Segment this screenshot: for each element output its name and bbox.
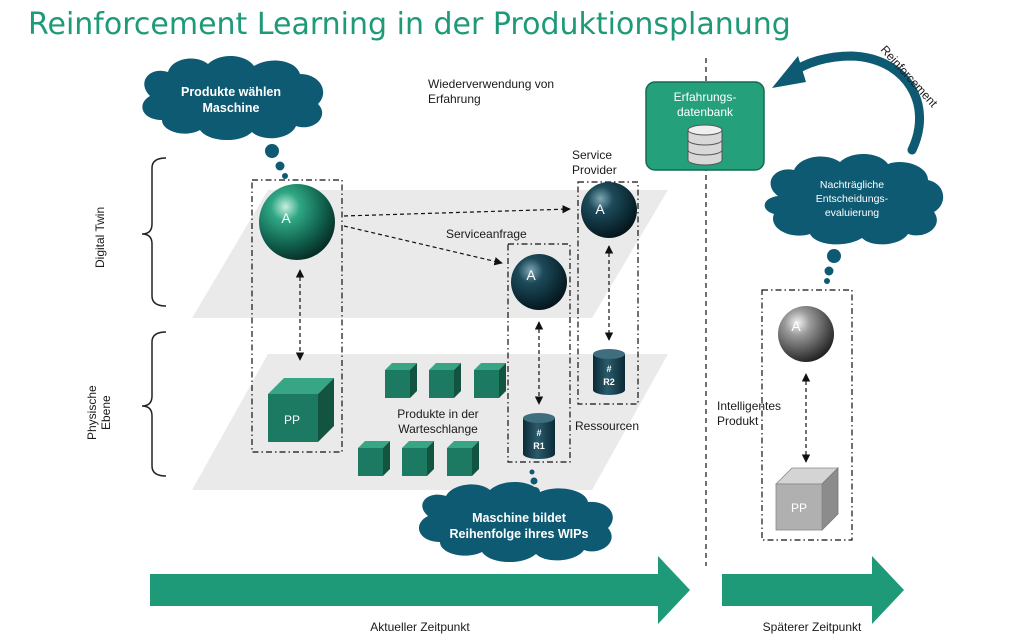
resources-label: Ressourcen	[575, 419, 639, 433]
machine-agent: A	[511, 254, 567, 310]
physical-bracket	[141, 331, 167, 477]
resource-r2-icon: # R2	[593, 349, 625, 395]
reinforcement-label: Reinforcement	[878, 43, 941, 111]
queue-cube	[385, 363, 417, 398]
reuse-experience-line2: Erfahrung	[428, 92, 481, 106]
experience-database: Erfahrungs- datenbank	[645, 81, 765, 171]
machine-cloud-line2: Reihenfolge ihres WIPs	[450, 527, 589, 541]
machine-r1-group	[507, 243, 571, 463]
service-provider-group	[577, 181, 639, 405]
machine-sequence-cloud: Maschine bildet Reihenfolge ihres WIPs	[418, 469, 613, 563]
queue-cube	[429, 363, 461, 398]
reinforcement-arrow	[785, 51, 925, 155]
product-cube: PP	[268, 378, 334, 442]
resource-r2-hash: #	[606, 364, 611, 374]
queue-cube	[447, 441, 479, 476]
machine-cloud-line1: Maschine bildet	[472, 511, 567, 525]
smart-product-agent: A	[778, 306, 834, 362]
queue-cube	[402, 441, 434, 476]
product-agent-label: A	[281, 210, 291, 226]
smart-product-group	[761, 289, 853, 541]
products-cloud-line2: Maschine	[203, 101, 260, 115]
smart-product-cube: PP	[775, 467, 839, 531]
later-time-label: Späterer Zeitpunkt	[763, 620, 862, 634]
database-line2: datenbank	[677, 105, 734, 119]
smart-product-agent-label: A	[791, 318, 801, 334]
queue-cube	[474, 363, 506, 398]
product-agent-group	[251, 179, 343, 453]
digital-twin-label: Digital Twin	[93, 207, 107, 268]
machine-agent-label: A	[526, 267, 536, 283]
evaluation-cloud-line2: Entscheidungs-	[816, 193, 889, 205]
evaluation-cloud: Nachträgliche Entscheidungs- evaluierung	[764, 153, 944, 284]
product-cube-label: PP	[284, 413, 300, 427]
digital-twin-bracket	[141, 157, 167, 307]
current-time-arrow	[150, 556, 690, 624]
current-time-label: Aktueller Zeitpunkt	[370, 620, 470, 634]
reinforcement-arrowhead	[772, 56, 806, 88]
queue-label-line1: Produkte in der	[397, 407, 478, 421]
request-arrow-to-provider	[343, 205, 571, 217]
later-time-arrow	[722, 556, 904, 624]
service-request-label: Serviceanfrage	[446, 227, 527, 241]
smart-product-line1: Intelligentes	[717, 399, 781, 413]
database-icon	[687, 124, 723, 166]
service-provider-agent: A	[581, 182, 637, 238]
request-arrow-to-machine	[343, 225, 503, 266]
smart-product-cube-label: PP	[791, 501, 807, 515]
service-provider-line1: Service	[572, 148, 612, 162]
physical-label-line2: Ebene	[99, 395, 113, 430]
evaluation-cloud-line1: Nachträgliche	[820, 179, 884, 191]
service-provider-line2: Provider	[572, 163, 617, 177]
products-cloud-line1: Produkte wählen	[181, 85, 281, 99]
queue-cubes	[358, 363, 506, 476]
page-title: Reinforcement Learning in der Produktion…	[28, 7, 791, 42]
service-provider-agent-label: A	[595, 201, 605, 217]
queue-label-line2: Warteschlange	[398, 422, 478, 436]
queue-cube	[358, 441, 390, 476]
database-line1: Erfahrungs-	[674, 90, 737, 104]
resource-r1-icon: # R1	[523, 413, 555, 459]
smart-product-line2: Produkt	[717, 414, 759, 428]
resource-r1-label: R1	[533, 441, 545, 451]
reuse-experience-line1: Wiederverwendung von	[428, 77, 554, 91]
product-agent: A	[259, 184, 335, 260]
products-choose-machine-cloud: Produkte wählen Maschine	[142, 55, 324, 179]
physical-label-line1: Physische	[85, 385, 99, 440]
evaluation-cloud-line3: evaluierung	[825, 207, 879, 219]
resource-r1-hash: #	[536, 428, 541, 438]
resource-r2-label: R2	[603, 377, 615, 387]
